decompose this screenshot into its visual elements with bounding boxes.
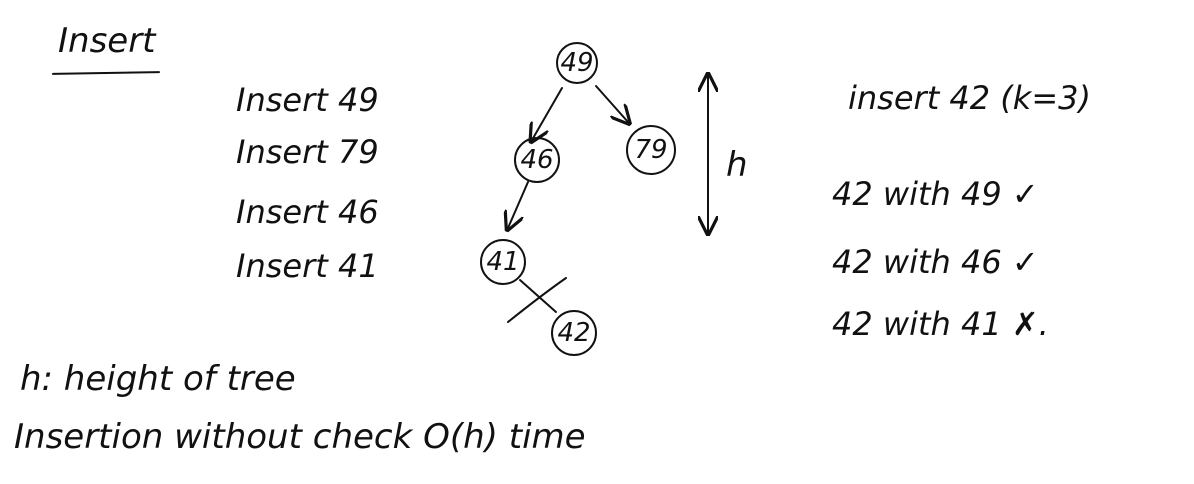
comparison-line: 42 with 46 ✓ (832, 243, 1039, 281)
height-definition: h: height of tree (20, 359, 296, 399)
svg-text:79: 79 (634, 135, 667, 165)
edge-46-41 (508, 181, 529, 228)
comparison-line: 42 with 49 ✓ (832, 175, 1039, 213)
insert-step: Insert 49 (236, 81, 379, 119)
svg-text:46: 46 (520, 145, 553, 175)
node-46: 46 (514, 137, 560, 183)
edge-49-79 (595, 85, 628, 122)
node-42: 42 (551, 310, 597, 356)
note-header: insert 42 (k=3) (848, 79, 1091, 117)
svg-text:41: 41 (486, 247, 519, 277)
insert-step: Insert 79 (236, 133, 379, 171)
node-79: 79 (626, 125, 676, 175)
insert-step: Insert 46 (236, 193, 379, 231)
page-title: Insert (58, 21, 156, 61)
svg-text:42: 42 (557, 318, 590, 348)
insert-step: Insert 41 (236, 247, 379, 285)
node-49: 49 (556, 42, 598, 84)
edge-41-42 (519, 279, 557, 313)
comparison-line: 42 with 41 ✗. (832, 305, 1049, 343)
node-41: 41 (480, 239, 526, 285)
edge-49-46 (532, 87, 563, 140)
complexity-note: Insertion without check O(h) time (14, 417, 586, 457)
height-label: h (726, 145, 748, 185)
svg-text:49: 49 (560, 48, 593, 78)
edge-cross-mark (507, 277, 567, 323)
